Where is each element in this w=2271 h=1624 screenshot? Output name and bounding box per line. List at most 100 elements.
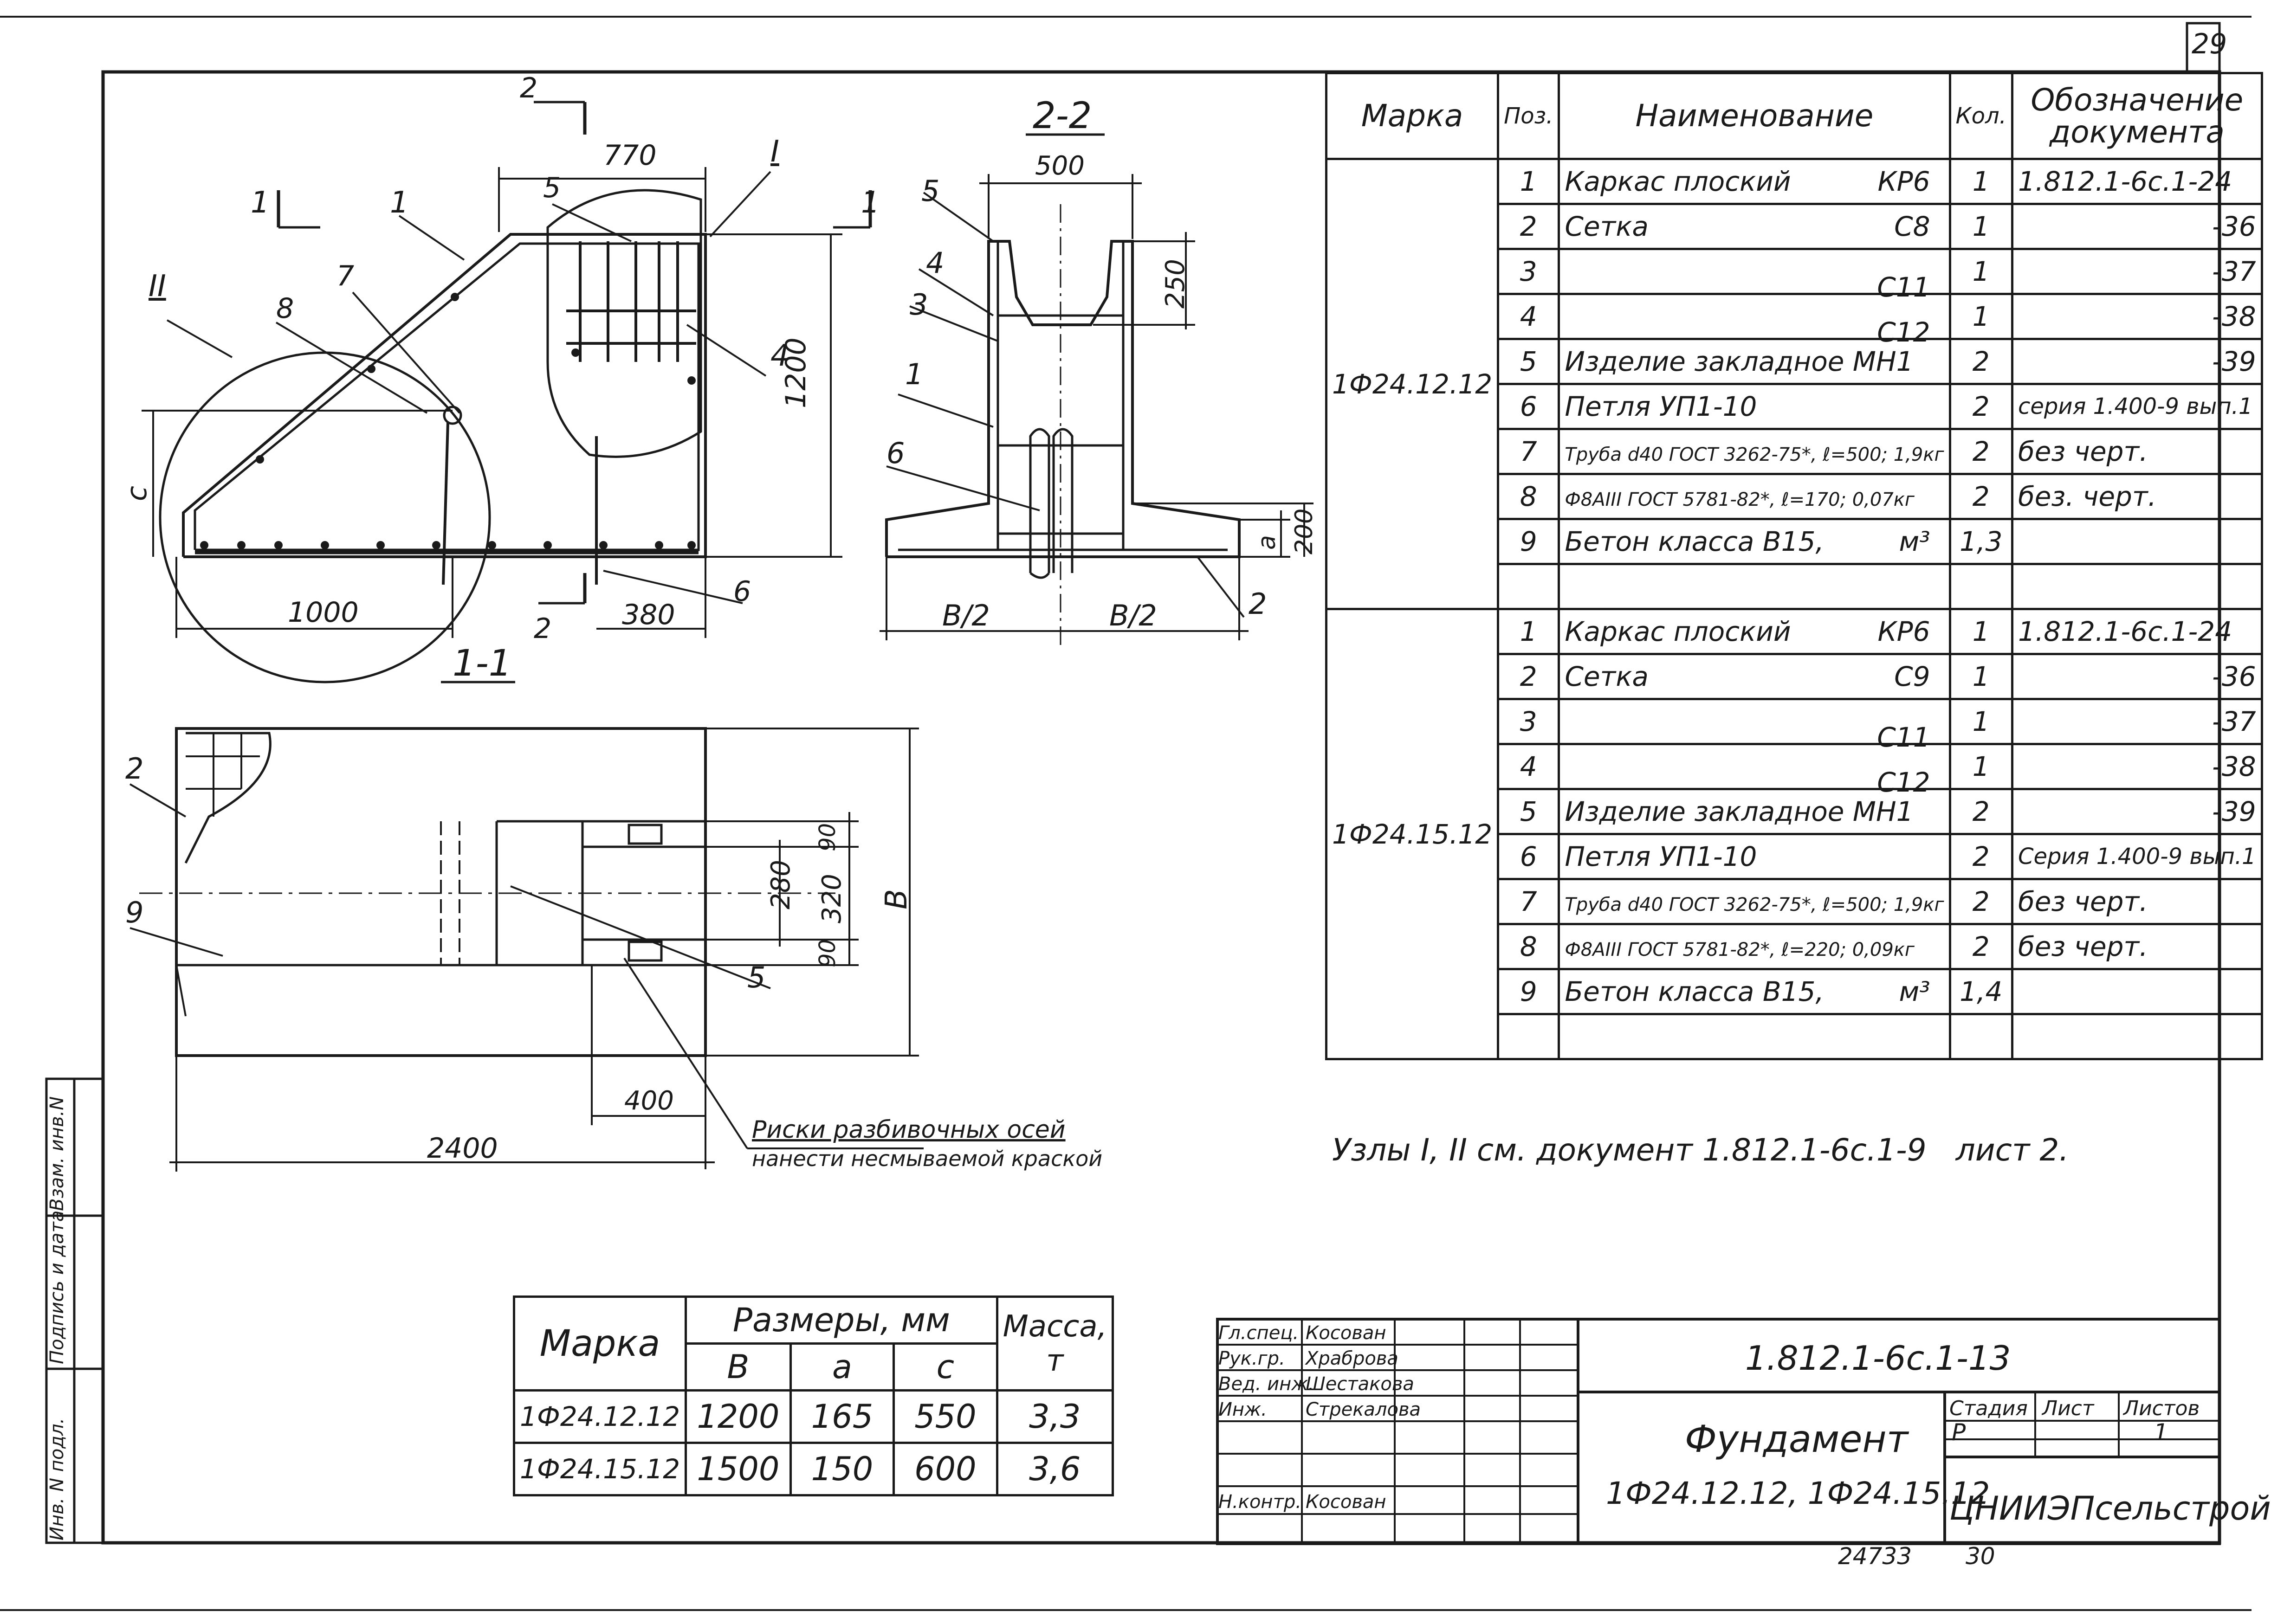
archive-number: 24733 [1838, 1543, 1912, 1570]
dim-1000: 1000 [288, 596, 359, 629]
dims-row-a: 165 [789, 1389, 895, 1444]
stage-label: Стадия [1949, 1397, 2028, 1420]
spec-type-text: С8 [1894, 211, 1930, 242]
dim-770: 770 [603, 139, 657, 172]
spec-doc: без черт. [2011, 923, 2263, 970]
role-name: Косован [1306, 1322, 1386, 1344]
spec-doc [2011, 1013, 2263, 1060]
spec-header-name: Наименование [1558, 72, 1951, 160]
node-label-I: I [770, 135, 779, 169]
spec-qty: 1 [1948, 158, 2013, 205]
spec-name: Труба d40 ГОСТ 3262-75*, ℓ=500; 1,9кг [1558, 428, 1951, 475]
spec-doc: серия 1.400-9 вып.1 [2011, 383, 2263, 430]
spec-group-mark: 1Ф24.15.12 [1325, 608, 1500, 1060]
spec-pos: 9 [1497, 518, 1560, 565]
section-1-1 [142, 101, 872, 683]
title-block-frame [1216, 1318, 2221, 1545]
spec-row [1326, 563, 2263, 610]
spec-name-text: Каркас плоский [1565, 616, 1791, 647]
page-number: 29 [2192, 28, 2227, 60]
spec-doc [2011, 968, 2263, 1015]
spec-qty: 1,3 [1948, 518, 2013, 565]
dims-row-c: 550 [893, 1389, 998, 1444]
spec-name-text: Ф8АIII ГОСТ 5781-82*, ℓ=170; 0,07кг [1565, 489, 1915, 510]
spec-header-mark: Марка [1325, 72, 1500, 160]
spec-qty [1948, 563, 2013, 610]
plan-note-line2: нанести несмываемой краской [752, 1146, 1103, 1171]
spec-doc: 1.812.1-6с.1-24 [2011, 158, 2263, 205]
spec-pos [1497, 563, 1560, 610]
dim-380: 380 [622, 599, 675, 631]
spec-name: С11 [1558, 698, 1951, 753]
title-block-role-row: Гл.спец. Косован [1218, 1320, 1460, 1346]
plan-note-line1: Риски разбивочных осей [752, 1116, 1066, 1144]
stage-value: Р [1952, 1419, 1966, 1446]
spec-name: Труба d40 ГОСТ 3262-75*, ℓ=500; 1,9кг [1558, 878, 1951, 925]
role-label: Инж. [1218, 1398, 1267, 1420]
plan-dim-280: 280 [766, 860, 796, 909]
title-block-role-row [1218, 1455, 1460, 1487]
spec-qty: 1 [1948, 698, 2013, 745]
spec-doc: -37 [2011, 698, 2263, 745]
callout-2-2-1: 1 [905, 357, 924, 391]
spec-header-qty: Кол. [1948, 72, 2013, 160]
dims-header-row: Марка Размеры, мм Масса, т [512, 1295, 1114, 1392]
spec-pos: 1 [1497, 158, 1560, 205]
spec-row [1326, 1013, 2263, 1060]
section-1-1-rebar-dots [200, 293, 696, 549]
role-label: Гл.спец. [1218, 1322, 1299, 1344]
dims-row-mark: 1Ф24.12.12 [512, 1389, 687, 1444]
plan-callout-2: 2 [125, 752, 144, 786]
spec-doc: -39 [2011, 338, 2263, 385]
spec-name: Бетон класса В15,м³ [1558, 968, 1951, 1015]
spec-name: С12 [1558, 743, 1951, 798]
callout-2-2-3: 3 [910, 288, 928, 322]
spec-doc [2011, 518, 2263, 565]
spec-name-text: Труба d40 ГОСТ 3262-75*, ℓ=500; 1,9кг [1565, 444, 1944, 465]
node-label-II: II [149, 269, 166, 303]
section-1-1-title: 1-1 [453, 643, 512, 684]
plan-callout-9: 9 [125, 896, 144, 929]
spec-qty: 2 [1948, 923, 2013, 970]
spec-doc: без. черт. [2011, 473, 2263, 520]
spec-qty [1948, 1013, 2013, 1060]
spec-type-text: КР6 [1877, 616, 1930, 647]
spec-qty: 2 [1948, 833, 2013, 880]
dims-header-mass: Масса, т [996, 1295, 1114, 1392]
title-block-role-row [1218, 1422, 1460, 1455]
spec-qty: 1 [1948, 248, 2013, 295]
spec-name [1558, 1013, 1951, 1060]
spec-doc: -38 [2011, 293, 2263, 340]
title-block-role-row: Инж.Стрекалова [1218, 1397, 1460, 1422]
spec-pos: 8 [1497, 923, 1560, 970]
nodes-note: Узлы I, II см. документ 1.812.1-6с.1-9 л… [1332, 1132, 2069, 1168]
spec-name-text: Труба d40 ГОСТ 3262-75*, ℓ=500; 1,9кг [1565, 894, 1944, 915]
spec-doc: -36 [2011, 653, 2263, 700]
plan-dim-320: 320 [817, 874, 847, 923]
plan-dim-2400: 2400 [427, 1132, 498, 1165]
spec-qty: 2 [1948, 338, 2013, 385]
dim-b-half-left: B/2 [942, 599, 990, 632]
role-label: Н.контр. [1218, 1491, 1301, 1513]
plan-dim-90-bottom: 90 [815, 939, 841, 967]
role-label: Вед. инж. [1218, 1373, 1314, 1395]
title-block-role-row: Вед. инж.Шестакова [1218, 1371, 1460, 1397]
spec-qty: 2 [1948, 473, 2013, 520]
spec-qty: 2 [1948, 383, 2013, 430]
spec-type-text: м³ [1899, 526, 1930, 557]
spec-name: Каркас плоский КР6 [1558, 608, 1951, 655]
dims-table: Марка Размеры, мм Масса, т В а с 1Ф24.12… [512, 1295, 1114, 1496]
spec-table: Марка Поз. Наименование Кол. Обозначение… [1325, 72, 2263, 1060]
dims-row-c: 600 [893, 1442, 998, 1496]
dims-subheader-row: В а с [514, 1342, 1113, 1392]
dims-subheader-b: В [685, 1342, 792, 1392]
